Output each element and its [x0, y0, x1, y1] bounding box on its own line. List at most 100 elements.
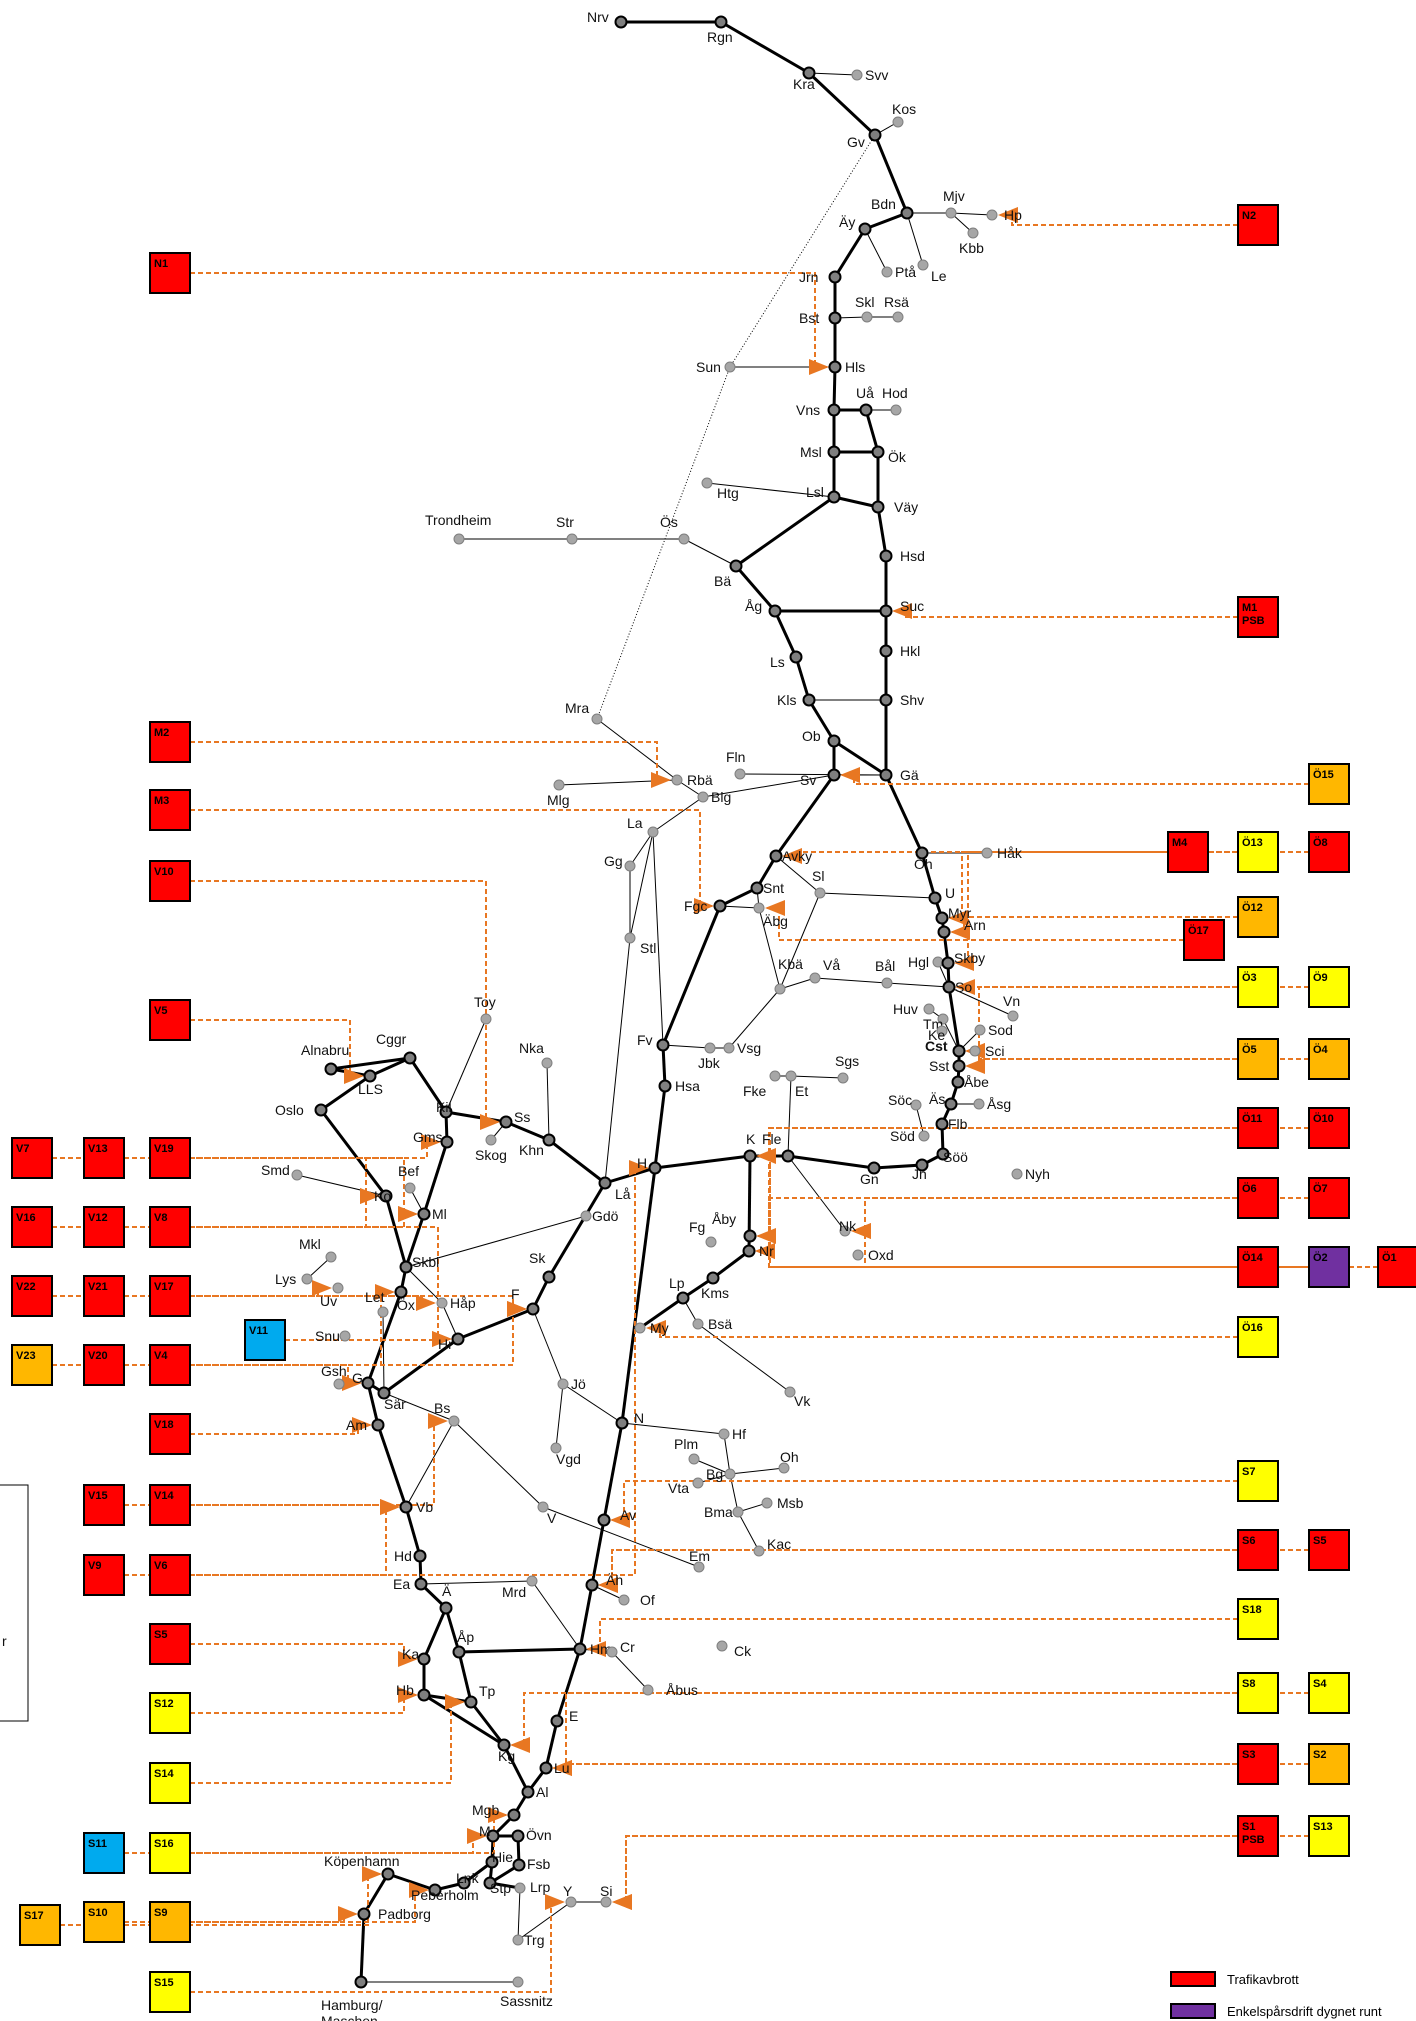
station-label: Svv — [865, 67, 888, 83]
station-label: Avky — [782, 848, 812, 864]
track-main — [359, 1913, 366, 1983]
station-marker — [585, 1578, 599, 1592]
disruption-box-ö16[interactable]: Ö16 — [1237, 1316, 1279, 1358]
disruption-arrow — [60, 1866, 382, 1926]
disruption-box-s8[interactable]: S8 — [1237, 1672, 1279, 1714]
station-marker — [785, 1070, 797, 1082]
station-söö: Söö — [936, 1147, 968, 1165]
disruption-box-s5[interactable]: S5 — [149, 1623, 191, 1665]
disruption-box-s14[interactable]: S14 — [149, 1762, 191, 1804]
disruption-box-m2[interactable]: M2 — [149, 721, 191, 763]
disruption-box-ö13[interactable]: Ö13 — [1237, 831, 1279, 873]
disruption-box-s10[interactable]: S10 — [83, 1901, 125, 1943]
track-branch — [693, 1458, 731, 1475]
disruption-box-m3[interactable]: M3 — [149, 789, 191, 831]
station-label: Bg — [706, 1466, 723, 1482]
station-marker — [512, 1976, 524, 1988]
disruption-arrow — [851, 1197, 1238, 1239]
box-fill — [149, 1692, 191, 1734]
disruption-arrow — [190, 1643, 418, 1667]
disruption-box-ö11[interactable]: Ö11 — [1237, 1107, 1279, 1149]
disruption-box-v17[interactable]: V17 — [149, 1275, 191, 1317]
disruption-box-v23[interactable]: V23 — [11, 1344, 53, 1386]
disruption-box-v13[interactable]: V13 — [83, 1137, 125, 1179]
disruption-box-n2[interactable]: N2 — [1237, 204, 1279, 246]
disruption-box-ö4[interactable]: Ö4 — [1308, 1038, 1350, 1080]
track-main — [319, 1109, 388, 1197]
station-bä: Bä — [714, 559, 743, 589]
disruption-box-v21[interactable]: V21 — [83, 1275, 125, 1317]
disruption-box-ö12[interactable]: Ö12 — [1237, 896, 1279, 938]
track-branch — [779, 977, 816, 990]
disruption-box-v16[interactable]: V16 — [11, 1206, 53, 1248]
station-marker — [729, 559, 743, 573]
station-åbus: Åbus — [642, 1682, 698, 1698]
station-marker — [497, 1738, 511, 1752]
disruption-box-ö9[interactable]: Ö9 — [1308, 966, 1350, 1008]
disruption-box-ö10[interactable]: Ö10 — [1308, 1107, 1350, 1149]
station-marker — [439, 1105, 453, 1119]
station-label: Trg — [524, 1932, 544, 1948]
disruption-box-v8[interactable]: V8 — [149, 1206, 191, 1248]
disruption-box-ö8[interactable]: Ö8 — [1308, 831, 1350, 873]
disruption-box-ö15[interactable]: Ö15 — [1308, 763, 1350, 805]
station-bef: Bef — [398, 1163, 419, 1194]
disruption-box-s7[interactable]: S7 — [1237, 1460, 1279, 1502]
disruption-box-ö1[interactable]: Ö1 — [1377, 1246, 1416, 1288]
box-label: V12 — [88, 1212, 108, 1224]
station-kra: Kra — [793, 66, 816, 92]
disruption-box-v10[interactable]: V10 — [149, 860, 191, 902]
disruption-box-v5[interactable]: V5 — [149, 999, 191, 1041]
disruption-box-ö6[interactable]: Ö6 — [1237, 1177, 1279, 1219]
station-label: Gms — [413, 1129, 443, 1145]
station-vta: Vta — [668, 1477, 704, 1496]
disruption-box-s12[interactable]: S12 — [149, 1692, 191, 1734]
disruption-box-ö2[interactable]: Ö2 — [1308, 1246, 1350, 1288]
station-label: Lu — [554, 1760, 570, 1776]
disruption-box-s17[interactable]: S17 — [19, 1904, 61, 1946]
disruption-box-s9[interactable]: S9 — [149, 1901, 191, 1943]
disruption-box-s15[interactable]: S15 — [149, 1971, 191, 2013]
disruption-box-v19[interactable]: V19 — [149, 1137, 191, 1179]
track-main — [362, 1873, 390, 1915]
box-fill — [149, 721, 191, 763]
disruption-box-v6[interactable]: V6 — [149, 1554, 191, 1596]
disruption-box-v11[interactable]: V11 — [244, 1319, 286, 1361]
disruption-box-v7[interactable]: V7 — [11, 1137, 53, 1179]
station-väy: Väy — [871, 499, 918, 515]
disruption-box-ö7[interactable]: Ö7 — [1308, 1177, 1350, 1219]
disruption-box-ö5[interactable]: Ö5 — [1237, 1038, 1279, 1080]
disruption-box-v20[interactable]: V20 — [83, 1344, 125, 1386]
disruption-box-v18[interactable]: V18 — [149, 1413, 191, 1455]
disruption-box-s6[interactable]: S6 — [1237, 1529, 1279, 1571]
station-bs: Bs — [434, 1400, 460, 1427]
station-m: M — [479, 1823, 500, 1843]
disruption-box-s11[interactable]: S11 — [83, 1832, 125, 1874]
station-label: Let — [365, 1289, 385, 1305]
disruption-box-n1[interactable]: N1 — [149, 252, 191, 294]
disruption-box-ö14[interactable]: Ö14 — [1237, 1246, 1279, 1288]
disruption-box-s16[interactable]: S16 — [149, 1832, 191, 1874]
disruption-box-ö3[interactable]: Ö3 — [1237, 966, 1279, 1008]
box-fill — [1308, 763, 1350, 805]
station-padborg: Padborg — [357, 1906, 431, 1922]
disruption-box-v12[interactable]: V12 — [83, 1206, 125, 1248]
disruption-box-v22[interactable]: V22 — [11, 1275, 53, 1317]
disruption-box-s3[interactable]: S3 — [1237, 1743, 1279, 1785]
disruption-box-v15[interactable]: V15 — [83, 1484, 125, 1526]
station-marker — [761, 1497, 773, 1509]
disruption-box-v4[interactable]: V4 — [149, 1344, 191, 1386]
disruption-box-ö17[interactable]: Ö17 — [1183, 919, 1225, 961]
disruption-box-s2[interactable]: S2 — [1308, 1743, 1350, 1785]
disruption-box-v9[interactable]: V9 — [83, 1554, 125, 1596]
disruption-box-v14[interactable]: V14 — [149, 1484, 191, 1526]
disruption-arrow — [998, 207, 1238, 226]
disruption-box-s13[interactable]: S13 — [1308, 1815, 1350, 1857]
disruption-box-s5a[interactable]: S5 — [1308, 1529, 1350, 1571]
disruption-box-s18[interactable]: S18 — [1237, 1598, 1279, 1640]
disruption-box-m4[interactable]: M4 — [1167, 831, 1209, 873]
disruption-box-s4[interactable]: S4 — [1308, 1672, 1350, 1714]
